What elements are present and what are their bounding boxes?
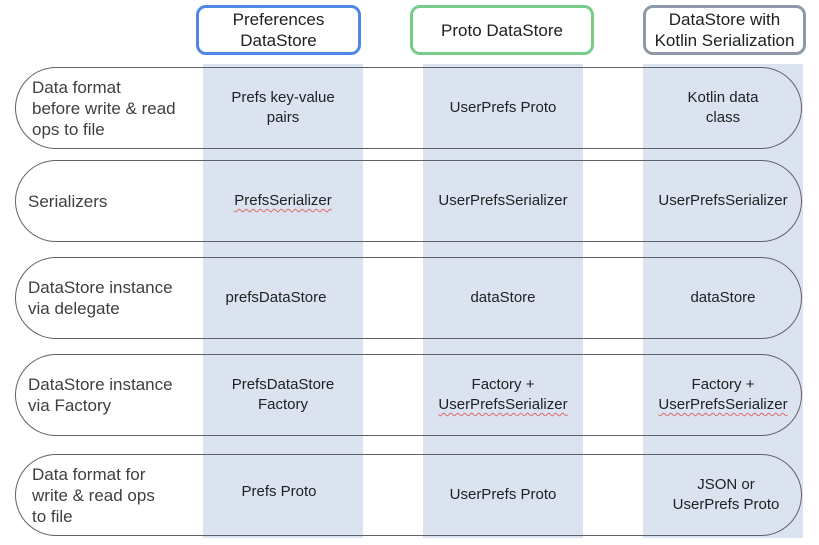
header-preferences-datastore: Preferences DataStore: [196, 5, 361, 55]
row-label-data-format-for: Data format for write & read ops to file: [32, 465, 155, 526]
userprefs-serializer-kotlin-text: UserPrefsSerializer: [658, 396, 788, 413]
row-serializers: [15, 160, 802, 242]
row-instance-via-delegate: [15, 257, 802, 339]
cell-factory-serializer-proto: Factory + UserPrefsSerializer: [423, 354, 583, 436]
row-data-format-for: [15, 454, 802, 536]
row-label-data-format-before: Data format before write & read ops to f…: [32, 78, 176, 139]
cell-prefs-datastore: prefsDataStore: [225, 289, 327, 306]
header-proto-label: Proto DataStore: [441, 20, 563, 40]
cell-prefs-key-value-pairs: Prefs key-value pairs: [231, 89, 335, 126]
header-kotlin-label: DataStore with Kotlin Serialization: [654, 10, 795, 50]
row-label-instance-via-delegate: DataStore instance via delegate: [28, 278, 173, 318]
cell-prefs-serializer: PrefsSerializer: [203, 160, 363, 242]
column-band-preferences: [203, 64, 363, 538]
cell-prefs-proto: Prefs Proto: [241, 483, 317, 500]
header-kotlin-serialization: DataStore with Kotlin Serialization: [643, 5, 806, 55]
column-band-proto: [423, 64, 583, 538]
row-label-instance-via-factory: DataStore instance via Factory: [28, 375, 173, 415]
cell-userprefs-proto: UserPrefs Proto: [449, 99, 557, 116]
factory-plus-proto: Factory +: [471, 376, 535, 393]
cell-factory-serializer-kotlin: Factory + UserPrefsSerializer: [643, 354, 803, 436]
row-label-serializers: Serializers: [28, 192, 108, 211]
cell-kotlin-data-class: Kotlin data class: [687, 89, 759, 126]
cell-userprefs-proto-file: UserPrefs Proto: [449, 486, 557, 503]
header-preferences-label: Preferences DataStore: [232, 10, 325, 50]
cell-json-or-userprefs-proto: JSON or UserPrefs Proto: [672, 476, 780, 513]
row-data-format-before: [15, 67, 802, 149]
cell-prefs-datastore-factory: PrefsDataStore Factory: [231, 376, 335, 413]
cell-datastore-proto: dataStore: [470, 289, 536, 306]
row-instance-via-factory: [15, 354, 802, 436]
cell-userprefs-serializer-kotlin: UserPrefsSerializer: [658, 192, 788, 209]
header-proto-datastore: Proto DataStore: [410, 5, 594, 55]
cell-userprefs-serializer-proto: UserPrefsSerializer: [438, 192, 568, 209]
cell-datastore-kotlin: dataStore: [690, 289, 756, 306]
prefs-serializer-text: PrefsSerializer: [234, 192, 332, 209]
factory-plus-kotlin: Factory +: [691, 376, 755, 393]
userprefs-serializer-proto-text: UserPrefsSerializer: [438, 396, 568, 413]
